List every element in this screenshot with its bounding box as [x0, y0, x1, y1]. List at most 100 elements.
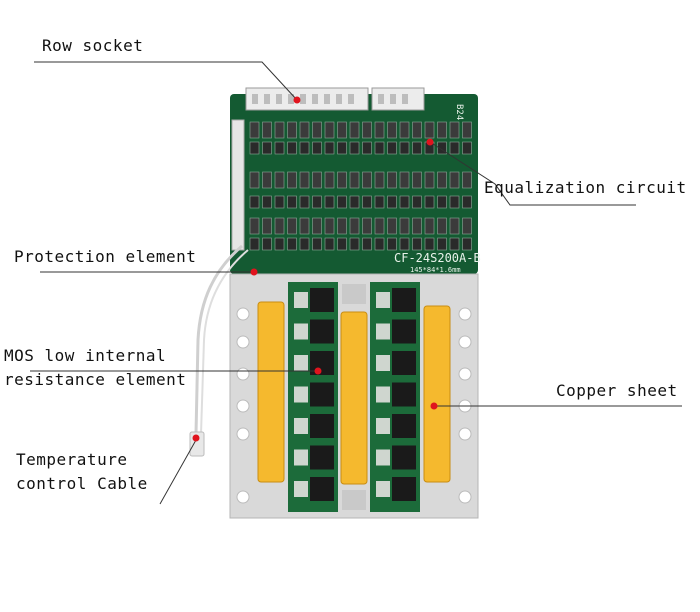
mos-tab [376, 386, 390, 403]
copper-sheet-right [423, 305, 451, 483]
equalization-chip [249, 237, 260, 251]
mos-tab [294, 355, 308, 371]
equalization-chip [299, 237, 310, 251]
equalization-chip [362, 195, 372, 209]
mos-tab [376, 355, 390, 371]
equalization-chip [374, 217, 385, 235]
equalization-chip [337, 121, 347, 139]
equalization-chip [274, 141, 285, 155]
mos-tab [294, 292, 308, 308]
label-temperature-line1: Temperature [16, 450, 128, 469]
equalization-chip [424, 171, 435, 189]
equalization-chip [437, 195, 447, 209]
equalization-chip [249, 195, 260, 209]
equalization-chip [299, 141, 310, 155]
equalization-chip [274, 171, 285, 189]
equalization-chip [262, 237, 272, 251]
equalization-chip [387, 121, 397, 139]
equalization-chip [399, 141, 410, 155]
equalization-chip [387, 195, 397, 209]
equalization-chip [374, 141, 385, 155]
equalization-chip [399, 217, 410, 235]
mos-tab [376, 418, 390, 434]
mos-transistor [310, 477, 334, 501]
equalization-chip [299, 171, 310, 189]
mos-transistor [310, 288, 334, 312]
equalization-chip [412, 171, 422, 189]
row-socket-connector-small [371, 87, 425, 111]
copper-sheet-middle [340, 311, 368, 485]
equalization-chip [299, 217, 310, 235]
equalization-chip [312, 171, 322, 189]
equalization-chip [374, 237, 385, 251]
equalization-chip [412, 121, 422, 139]
label-mos-line2: resistance element [4, 370, 187, 389]
equalization-chip [399, 121, 410, 139]
mos-tab [376, 323, 390, 340]
mos-tab [294, 449, 308, 466]
equalization-chip [349, 237, 360, 251]
equalization-chip [249, 141, 260, 155]
equalization-chip [449, 217, 460, 235]
equalization-chip [287, 195, 297, 209]
equalization-chip [287, 171, 297, 189]
equalization-chip [374, 195, 385, 209]
mos-transistor [310, 445, 334, 470]
mos-transistors [294, 288, 416, 501]
equalization-chip [324, 171, 335, 189]
row-socket-connector [245, 87, 369, 111]
leader-lines [30, 61, 682, 505]
temperature-cable-2 [200, 249, 249, 435]
equalization-chip [337, 217, 347, 235]
label-row-socket: Row socket [42, 36, 144, 55]
equalization-chip [349, 217, 360, 235]
equalization-chip [412, 237, 422, 251]
mos-tab [294, 418, 308, 434]
equalization-chip [349, 171, 360, 189]
board-model-text: CF-24S200A-B [394, 251, 481, 265]
equalization-chip [349, 195, 360, 209]
equalization-chip [449, 237, 460, 251]
equalization-chip [287, 121, 297, 139]
side-connector-strip [231, 119, 245, 251]
mos-transistor [392, 319, 416, 344]
label-equalization-circuit: Equalization circuit [484, 178, 687, 197]
equalization-chip [437, 217, 447, 235]
equalization-chip [462, 217, 472, 235]
equalization-chip [249, 121, 260, 139]
label-copper-sheet: Copper sheet [556, 381, 678, 400]
equalization-chip [324, 217, 335, 235]
mos-tab [376, 481, 390, 497]
mos-transistor [392, 288, 416, 312]
equalization-chip [387, 141, 397, 155]
equalization-chip [387, 171, 397, 189]
equalization-chip [262, 195, 272, 209]
equalization-chip [449, 171, 460, 189]
equalization-chip [262, 121, 272, 139]
equalization-chip [424, 195, 435, 209]
equalization-chip [312, 217, 322, 235]
equalization-chip [312, 237, 322, 251]
mos-tab [294, 323, 308, 340]
label-temperature-line2: control Cable [16, 474, 148, 493]
equalization-chip [274, 217, 285, 235]
equalization-chip [274, 121, 285, 139]
mos-transistor [392, 382, 416, 407]
equalization-chip [299, 195, 310, 209]
label-mos-line1: MOS low internal [4, 346, 167, 365]
equalization-chip [337, 171, 347, 189]
equalization-chip [299, 121, 310, 139]
equalization-chip [449, 195, 460, 209]
equalization-chip [362, 141, 372, 155]
equalization-chip [437, 141, 447, 155]
red-markers [192, 96, 438, 442]
equalization-chip [362, 237, 372, 251]
equalization-chip [312, 141, 322, 155]
equalization-chip [249, 171, 260, 189]
equalization-chip [374, 121, 385, 139]
equalization-chip [324, 141, 335, 155]
mos-transistor [392, 351, 416, 375]
equalization-chip [349, 121, 360, 139]
socket-pins [252, 94, 408, 104]
equalization-chip [262, 171, 272, 189]
